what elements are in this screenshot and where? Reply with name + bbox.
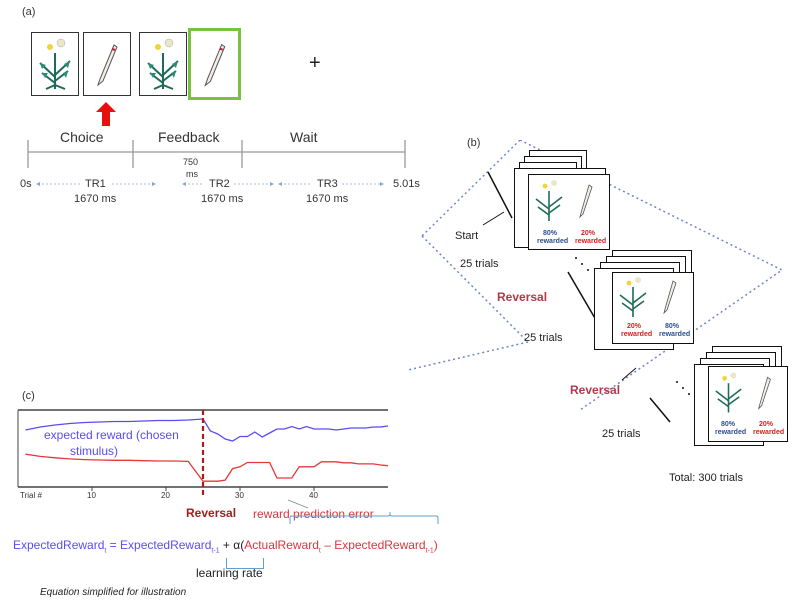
eq-expected-prev: ExpectedReward bbox=[334, 538, 426, 552]
reversal-label-1: Reversal bbox=[497, 290, 548, 304]
tr-arrows bbox=[36, 182, 384, 186]
gap-label-ms: ms bbox=[186, 169, 198, 179]
time-end: 5.01s bbox=[393, 178, 420, 190]
tr1-label: TR1 bbox=[85, 178, 106, 190]
trials-label-1: 25 trials bbox=[460, 258, 499, 270]
stack2-left-word: rewarded bbox=[621, 331, 653, 338]
fixation-cross: + bbox=[309, 52, 321, 74]
dandelion-pen-icon bbox=[715, 372, 771, 413]
dandelion-pen-icon bbox=[535, 180, 593, 221]
trials-label-2: 25 trials bbox=[524, 332, 563, 344]
stack3-right-pct: 20% bbox=[759, 421, 774, 428]
phase-feedback: Feedback bbox=[158, 129, 220, 145]
tr1-duration: 1670 ms bbox=[74, 193, 117, 205]
dandelion-card-feedback bbox=[139, 32, 187, 96]
stack2-front-card: 20% rewarded 80% rewarded bbox=[612, 272, 694, 344]
eq-actual: ActualReward bbox=[244, 538, 319, 552]
stack1-right-pct: 20% bbox=[581, 230, 596, 237]
dandelion-icon bbox=[147, 38, 179, 90]
equation-note: Equation simplified for illustration bbox=[40, 587, 187, 598]
eq-lhs: ExpectedReward bbox=[13, 538, 105, 552]
phase-choice: Choice bbox=[60, 129, 104, 145]
start-label: Start bbox=[455, 230, 479, 242]
dandelion-icon bbox=[39, 38, 71, 90]
gap-label-750: 750 bbox=[183, 157, 199, 167]
eq-rhs-sub: t-1 bbox=[211, 547, 220, 555]
phase-wait: Wait bbox=[290, 129, 318, 145]
stack3-right-word: rewarded bbox=[753, 429, 785, 436]
panel-b-label: (b) bbox=[467, 137, 481, 149]
stack2-left-pct: 20% bbox=[627, 323, 642, 330]
dandelion-pen-icon bbox=[619, 277, 677, 317]
eq-minus: – bbox=[320, 538, 335, 552]
x-axis-label: Trial # bbox=[20, 491, 42, 500]
x-tick-label: 20 bbox=[161, 491, 170, 500]
chart-reversal-label: Reversal bbox=[186, 506, 237, 520]
panel-c-label: (c) bbox=[22, 390, 35, 402]
x-tick-label: 30 bbox=[235, 491, 244, 500]
stack1-right-word: rewarded bbox=[575, 238, 607, 245]
timeline bbox=[27, 140, 406, 168]
reversal-dotted-frame bbox=[407, 140, 784, 423]
stack1-left-word: rewarded bbox=[537, 238, 569, 245]
stack3-left-pct: 80% bbox=[721, 421, 736, 428]
learning-rate-box bbox=[226, 558, 264, 569]
equation-braces bbox=[287, 499, 439, 524]
rpe-label: reward prediction error bbox=[253, 507, 374, 521]
expected-reward-label-1: expected reward (chosen bbox=[44, 428, 179, 442]
stack1-left-pct: 80% bbox=[543, 230, 558, 237]
x-tick-label: 10 bbox=[87, 491, 96, 500]
stack1-front-card: 80% rewarded 20% rewarded bbox=[528, 174, 610, 250]
eq-close: ) bbox=[433, 538, 438, 552]
tr2-duration: 1670 ms bbox=[201, 193, 244, 205]
dandelion-card-choice bbox=[31, 32, 79, 96]
eq-lhs-sub: t bbox=[104, 547, 107, 555]
eq-expected-prev-sub: t-1 bbox=[425, 547, 434, 555]
reward-line-chart: 10 20 30 40 Trial # bbox=[17, 409, 389, 500]
learning-rate-label: learning rate bbox=[196, 566, 263, 580]
panel-a-label: (a) bbox=[22, 6, 36, 18]
x-tick-label: 40 bbox=[309, 491, 318, 500]
eq-equals: = bbox=[106, 538, 121, 552]
stack3-front-card: 80% rewarded 20% rewarded bbox=[708, 366, 788, 442]
pen-icon bbox=[96, 44, 118, 87]
expected-reward-label-2: stimulus) bbox=[70, 444, 119, 458]
eq-rhs-expected: ExpectedReward bbox=[120, 538, 212, 552]
stack3-left-word: rewarded bbox=[715, 429, 747, 436]
pen-card-choice bbox=[83, 32, 131, 96]
pen-icon bbox=[204, 43, 226, 87]
series-rpe-line bbox=[25, 453, 389, 482]
eq-plus-alpha: + α( bbox=[219, 538, 245, 552]
trials-label-3: 25 trials bbox=[602, 428, 641, 440]
time-start: 0s bbox=[20, 178, 32, 190]
reversal-label-2: Reversal bbox=[570, 383, 621, 397]
tr3-duration: 1670 ms bbox=[306, 193, 349, 205]
tr2-label: TR2 bbox=[209, 178, 230, 190]
pen-card-feedback-selected bbox=[188, 28, 241, 100]
series-expected-reward-line bbox=[25, 418, 389, 442]
total-trials-label: Total: 300 trials bbox=[669, 472, 743, 484]
eq-actual-sub: t bbox=[318, 547, 321, 555]
stack2-right-pct: 80% bbox=[665, 323, 680, 330]
update-equation: ExpectedRewardt = ExpectedRewardt-1 + α(… bbox=[13, 538, 438, 554]
stack2-right-word: rewarded bbox=[659, 331, 691, 338]
selection-arrow-icon bbox=[96, 102, 116, 126]
tr3-label: TR3 bbox=[317, 178, 338, 190]
